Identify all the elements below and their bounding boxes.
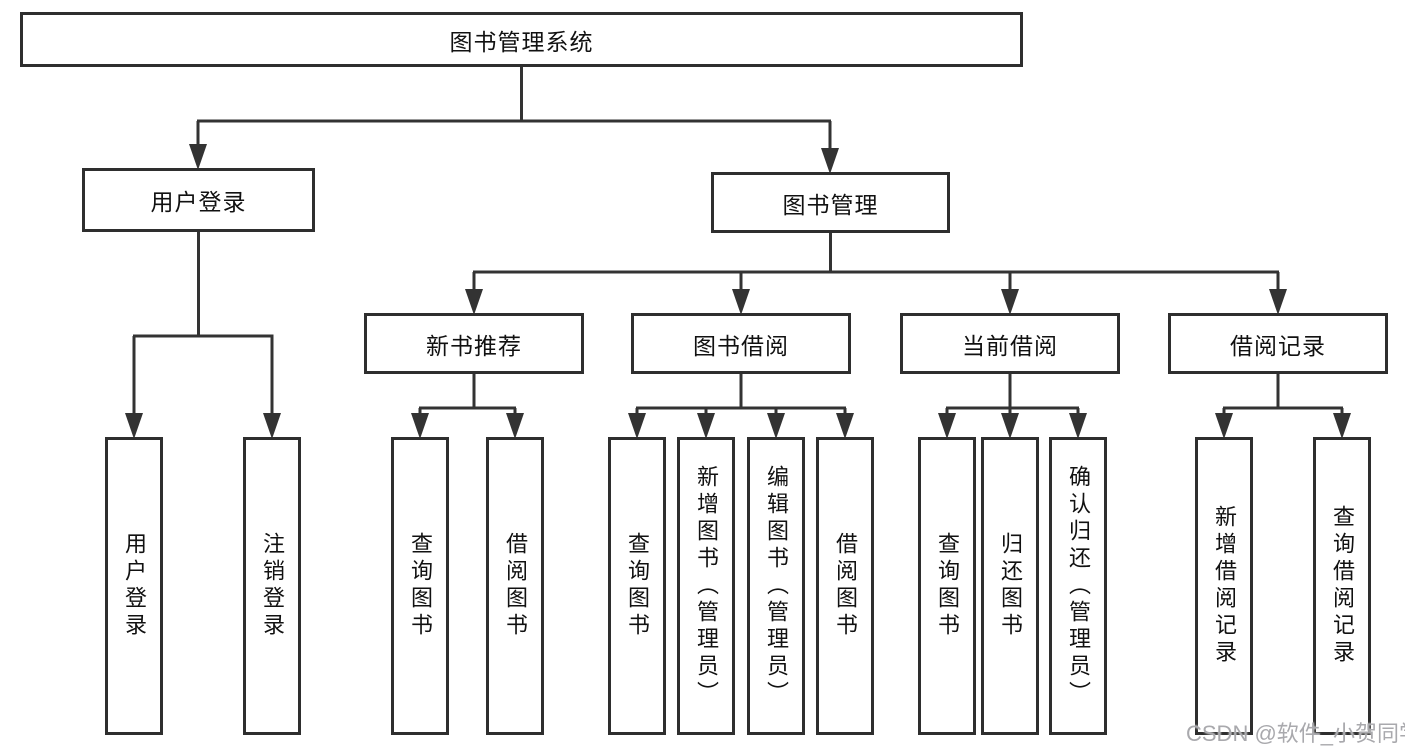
node-new-book-recommend-label: 新书推荐 bbox=[426, 332, 522, 359]
arrowheads-level2 bbox=[189, 144, 839, 174]
arrowheads-level3 bbox=[465, 289, 1287, 315]
node-leaf-borrow-books-recommend: 借阅图书 bbox=[486, 437, 544, 735]
node-leaf-query-books-borrow-label: 查询图书 bbox=[625, 532, 650, 640]
connector-records-to-leaves bbox=[1222, 374, 1344, 414]
node-book-borrow-label: 图书借阅 bbox=[693, 332, 789, 359]
arrowheads-login-leaves bbox=[125, 413, 281, 439]
node-book-management-label: 图书管理 bbox=[782, 191, 879, 218]
node-leaf-user-login: 用户登录 bbox=[105, 437, 163, 735]
node-leaf-confirm-return-admin: 确认归还（管理员） bbox=[1049, 437, 1107, 735]
node-current-borrow: 当前借阅 bbox=[900, 313, 1120, 374]
node-borrow-records: 借阅记录 bbox=[1168, 313, 1388, 374]
node-leaf-borrow-books-label: 借阅图书 bbox=[833, 532, 858, 640]
node-leaf-add-book-admin-label: 新增图书（管理员） bbox=[694, 464, 719, 708]
node-leaf-query-books-current-label: 查询图书 bbox=[935, 532, 960, 640]
arrowheads-records-leaves bbox=[1215, 413, 1351, 439]
arrowheads-newbook-leaves bbox=[411, 413, 524, 439]
arrowheads-borrow-leaves bbox=[628, 413, 854, 439]
node-leaf-add-borrow-record: 新增借阅记录 bbox=[1195, 437, 1253, 735]
node-leaf-edit-book-admin: 编辑图书（管理员） bbox=[747, 437, 805, 735]
node-leaf-add-book-admin: 新增图书（管理员） bbox=[677, 437, 735, 735]
node-leaf-query-books-recommend: 查询图书 bbox=[391, 437, 449, 735]
node-leaf-query-books-borrow: 查询图书 bbox=[608, 437, 666, 735]
node-book-borrow: 图书借阅 bbox=[631, 313, 851, 374]
connector-borrow-to-leaves bbox=[635, 374, 847, 414]
node-current-borrow-label: 当前借阅 bbox=[962, 332, 1058, 359]
node-leaf-logout-label: 注销登录 bbox=[260, 532, 285, 640]
node-new-book-recommend: 新书推荐 bbox=[364, 313, 584, 374]
node-book-management: 图书管理 bbox=[711, 172, 950, 233]
connector-newbook-to-leaves bbox=[418, 374, 517, 414]
node-leaf-logout: 注销登录 bbox=[243, 437, 301, 735]
node-user-login-label: 用户登录 bbox=[150, 189, 247, 215]
node-leaf-query-borrow-record: 查询借阅记录 bbox=[1313, 437, 1371, 735]
node-leaf-add-borrow-record-label: 新增借阅记录 bbox=[1212, 505, 1237, 667]
connector-root-to-level2 bbox=[196, 67, 832, 150]
node-leaf-query-books-current: 查询图书 bbox=[918, 437, 976, 735]
node-leaf-return-book-label: 归还图书 bbox=[998, 532, 1023, 640]
node-user-login: 用户登录 bbox=[82, 168, 315, 232]
connector-manage-to-level3 bbox=[472, 233, 1280, 290]
node-root-label: 图书管理系统 bbox=[449, 28, 594, 55]
node-borrow-records-label: 借阅记录 bbox=[1230, 332, 1326, 359]
connector-login-to-leaves bbox=[132, 232, 274, 414]
connector-current-to-leaves bbox=[945, 374, 1080, 414]
node-root: 图书管理系统 bbox=[20, 12, 1023, 67]
node-leaf-borrow-books: 借阅图书 bbox=[816, 437, 874, 735]
node-leaf-query-books-recommend-label: 查询图书 bbox=[408, 532, 433, 640]
node-leaf-query-borrow-record-label: 查询借阅记录 bbox=[1330, 505, 1355, 667]
csdn-watermark: CSDN @软件_小贺同学 bbox=[1186, 721, 1405, 746]
node-leaf-borrow-books-recommend-label: 借阅图书 bbox=[503, 532, 528, 640]
node-leaf-user-login-label: 用户登录 bbox=[122, 532, 147, 640]
arrowheads-current-leaves bbox=[938, 413, 1087, 439]
node-leaf-edit-book-admin-label: 编辑图书（管理员） bbox=[764, 464, 789, 708]
node-leaf-return-book: 归还图书 bbox=[981, 437, 1039, 735]
node-leaf-confirm-return-admin-label: 确认归还（管理员） bbox=[1066, 464, 1091, 708]
